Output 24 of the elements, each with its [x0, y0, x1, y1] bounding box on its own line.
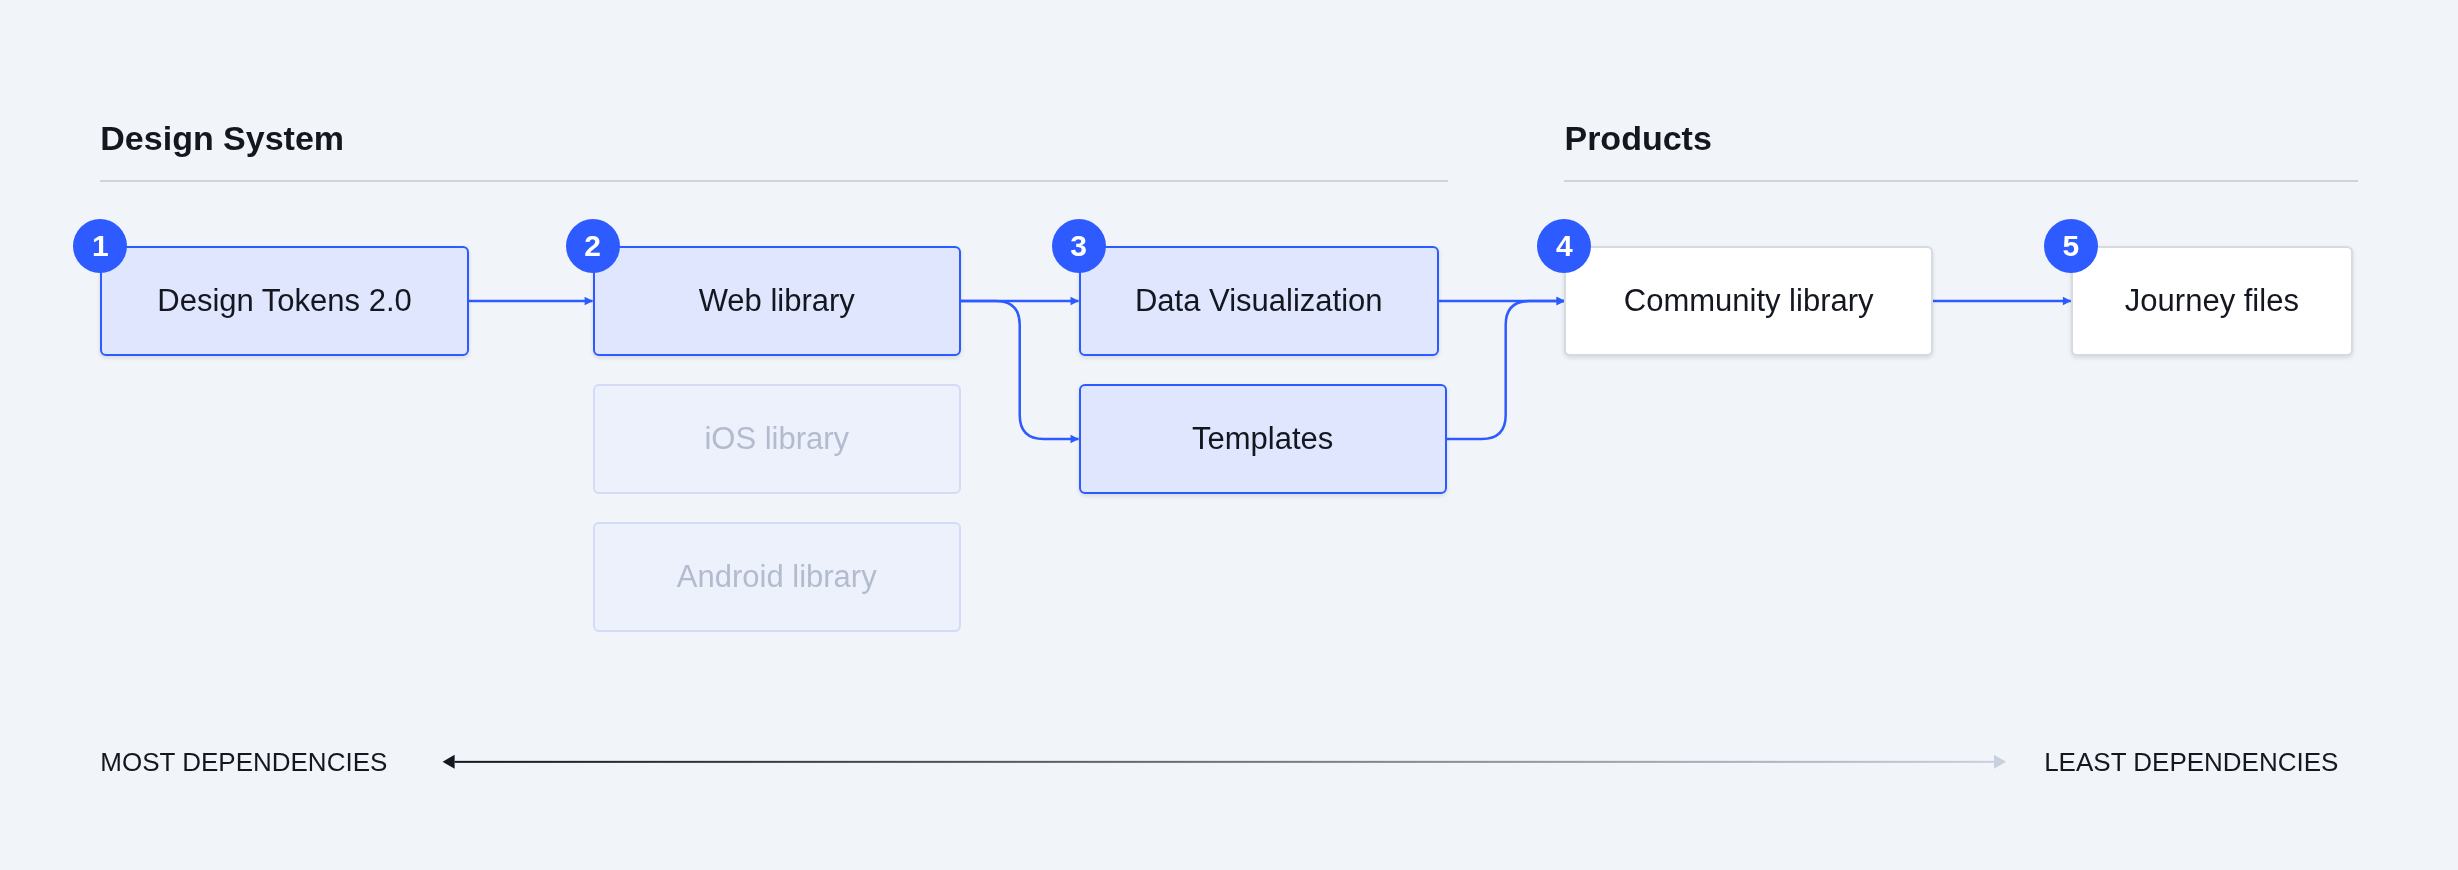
scale-label: LEAST DEPENDENCIES [2044, 746, 2339, 778]
box-label: Community library [1623, 282, 1874, 319]
arrow [1932, 296, 2072, 306]
arrow [468, 296, 594, 306]
number-badge: 4 [1537, 219, 1592, 274]
box-label: Web library [698, 282, 855, 319]
number-badge: 3 [1051, 219, 1106, 274]
arrow [960, 299, 1079, 444]
section-heading: Products [1564, 118, 1712, 158]
number-badge: 1 [73, 219, 128, 274]
number-badge: 5 [2043, 219, 2098, 274]
section-heading: Design System [100, 118, 345, 158]
box-label: Templates [1192, 420, 1334, 457]
box-label: Design Tokens 2.0 [157, 282, 412, 319]
process-box [1078, 384, 1447, 494]
disabled-box [592, 384, 961, 494]
box-label: Journey files [2124, 282, 2299, 319]
box-label: Data Visualization [1135, 282, 1383, 319]
arrow [1446, 296, 1565, 441]
disabled-box [592, 522, 961, 632]
scale-label: MOST DEPENDENCIES [100, 746, 388, 778]
number-badge: 2 [565, 219, 620, 274]
box-label: Android library [676, 558, 877, 595]
box-label: iOS library [704, 420, 850, 457]
